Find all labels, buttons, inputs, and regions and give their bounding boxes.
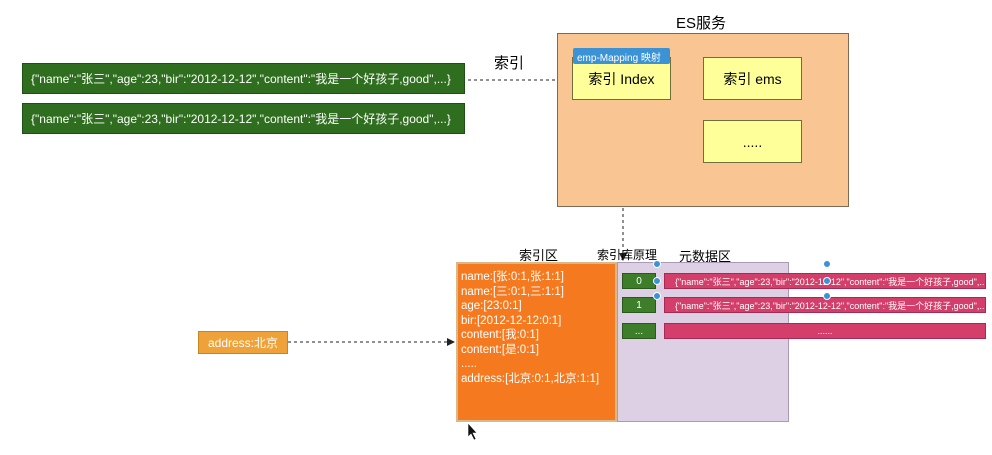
query-text: address:北京 [207, 336, 279, 350]
es-service-title: ES服务 [676, 15, 727, 32]
selection-handle[interactable] [823, 292, 831, 300]
index-line-4: bir:[2012-12-12:0:1] [461, 314, 562, 327]
index-main-label: 索引 Index [588, 70, 655, 87]
index-zone-panel: name:[张:0:1,张:1:1] name:[三:0:1,三:1:1] ag… [456, 262, 617, 422]
doc-id-label-0: 0 [636, 275, 642, 287]
index-line-7: ..... [461, 358, 477, 370]
document-text-2: {"name":"张三","age":23,"bir":"2012-12-12"… [31, 112, 451, 126]
index-principle-label: 索引库原理 [597, 248, 658, 262]
meta-row-text-1: {"name":"张三","age":23,"bir":"2012-12-12"… [675, 300, 986, 311]
query-box: address:北京 [198, 331, 288, 354]
document-box-2: {"name":"张三","age":23,"bir":"2012-12-12"… [22, 103, 465, 134]
meta-row-text-more: ...... [817, 326, 833, 336]
document-box-1: {"name":"张三","age":23,"bir":"2012-12-12"… [22, 63, 465, 94]
doc-id-label-more: ... [634, 325, 644, 337]
doc-id-box-more: ... [622, 323, 656, 339]
selection-handle[interactable] [653, 260, 661, 268]
doc-id-label-1: 1 [636, 299, 642, 311]
meta-zone-title: 元数据区 [679, 249, 732, 264]
index-line-3: age:[23:0:1] [461, 300, 522, 312]
index-zone-title: 索引区 [519, 248, 559, 263]
index-line-2: name:[三:0:1,三:1:1] [461, 285, 564, 298]
selection-handle[interactable] [653, 277, 661, 285]
document-text-1: {"name":"张三","age":23,"bir":"2012-12-12"… [31, 72, 451, 86]
index-ems-box: 索引 ems [703, 57, 802, 100]
selection-handle[interactable] [653, 292, 661, 300]
index-line-6: content:[是:0:1] [461, 343, 539, 356]
mapping-tag: emp-Mapping 映射 [573, 48, 670, 64]
index-line-1: name:[张:0:1,张:1:1] [461, 271, 564, 283]
selection-handle[interactable] [823, 260, 831, 268]
index-more-box: ..... [703, 120, 802, 163]
index-line-5: content:[我:0:1] [461, 329, 539, 341]
doc-id-box-1: 1 [622, 297, 656, 313]
mapping-tag-label: emp-Mapping 映射 [577, 52, 661, 64]
mouse-cursor-icon [467, 422, 478, 441]
index-ems-label: 索引 ems [723, 70, 782, 87]
selection-handle[interactable] [823, 277, 831, 285]
index-more-label: ..... [742, 133, 763, 150]
index-line-8: address:[北京:0:1,北京:1:1] [461, 372, 600, 385]
meta-row-more: ...... [664, 323, 986, 339]
index-arrow-label: 索引 [494, 55, 525, 72]
doc-id-box-0: 0 [622, 273, 656, 289]
